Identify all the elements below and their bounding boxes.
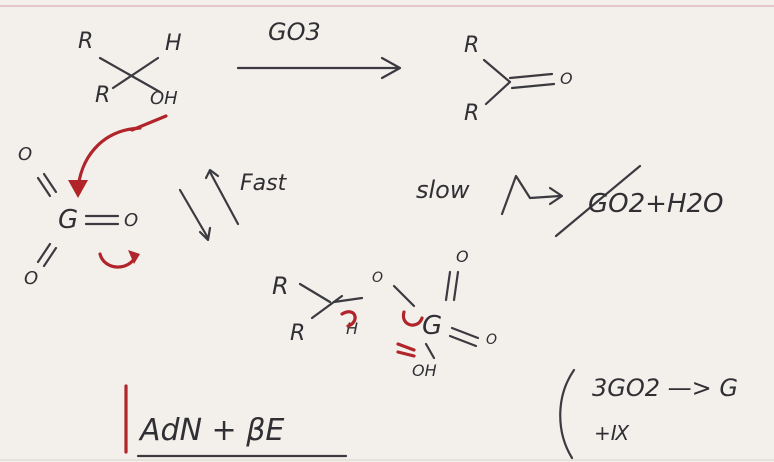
alcohol-bond-2 [111,56,160,90]
products-label: GO2+H2O [588,189,724,219]
slow-label: slow [416,176,470,204]
alcohol-oh: OH [150,88,178,109]
alcohol-r-bottom: R [95,83,110,108]
eq-arrowhead-down [198,226,212,242]
red-mark-ester-1 [340,310,357,328]
eq-arrow-down [178,188,210,240]
reagent-arrowhead [380,56,402,80]
red-arrowhead-1 [68,180,88,198]
strike-line [554,164,642,238]
ester-bond-top [444,270,460,302]
ester-bond-bottom [424,342,436,360]
ester-bond-right [448,326,480,348]
alcohol-r-top: R [78,29,93,54]
red-arrowhead-2 [128,250,140,264]
go3-g: G [58,205,78,235]
go3-bond-top [36,172,58,198]
slow-arrow [500,174,562,216]
ketone-r-top: R [464,33,479,58]
ketone-r-bottom: R [464,101,479,126]
go3-o-bottom: O [24,268,38,289]
adn-label: AdN + βE [138,413,284,448]
bottom-equation: 3GO2 —> G [592,374,738,402]
bottom-paren [559,368,576,460]
red-arrow-tail [130,114,168,132]
slow-arrowhead [548,186,564,206]
red-mark-ester-3 [396,342,416,358]
ketone-bonds [482,58,512,106]
reagent-label: GO3 [268,18,321,46]
ester-o-right: O [486,332,497,348]
ester-o-top: O [456,247,469,266]
eq-arrowhead-up [204,168,220,180]
ester-bond-o-g [392,284,416,308]
ester-r-top: R [272,272,289,300]
fast-label: Fast [240,171,288,196]
ester-bonds-left [298,282,364,320]
ester-g: G [422,311,442,341]
bottom-subline: +Ⅸ [594,421,630,445]
alcohol-bond-1 [98,56,162,94]
go3-bond-bottom [36,242,58,268]
alcohol-h: H [165,31,182,56]
ester-r-bottom: R [290,321,305,346]
red-mark-ester-2 [401,310,424,327]
ester-oh: OH [412,361,437,380]
ketone-o: O [560,69,573,88]
ketone-double-bond [508,72,556,90]
go3-o-right: O [124,210,138,231]
eq-arrow-up [208,170,240,226]
go3-bond-right [84,214,120,226]
ester-o-link: O [372,270,383,286]
go3-o-top: O [18,144,32,165]
ester-h: H [346,319,358,338]
